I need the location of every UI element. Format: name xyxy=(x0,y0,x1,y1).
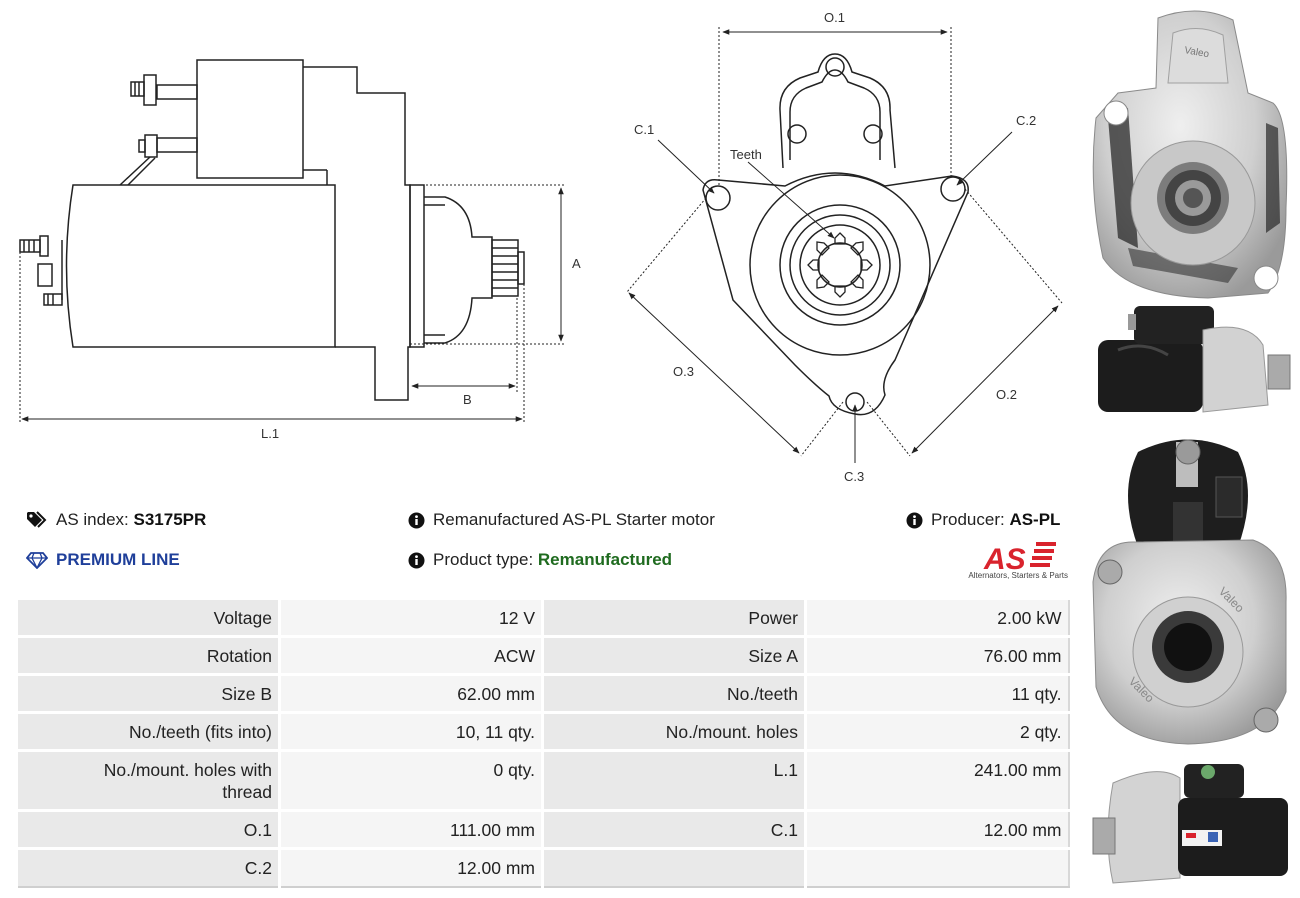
dim-label-o1: O.1 xyxy=(824,10,845,25)
spec-value: ACW xyxy=(278,635,544,676)
table-row: O.1 111.00 mm C.1 12.00 mm xyxy=(15,809,1070,850)
logo-text: AS xyxy=(983,543,1026,576)
info-icon xyxy=(408,552,425,568)
technical-drawing: A B L.1 xyxy=(19,10,1063,484)
spec-value xyxy=(804,847,1070,888)
product-photo-side-bottom xyxy=(1092,764,1288,884)
spec-label: No./mount. holes xyxy=(541,711,807,752)
spec-value: 2 qty. xyxy=(804,711,1070,752)
spec-label: No./teeth xyxy=(541,673,807,714)
dim-label-o3: O.3 xyxy=(673,364,694,379)
product-type-row: Product type: Remanufactured xyxy=(408,550,672,570)
info-icon xyxy=(906,512,923,528)
spec-value: 111.00 mm xyxy=(278,809,544,850)
product-type-label: Product type: xyxy=(433,550,534,569)
side-view-drawing xyxy=(19,59,525,401)
as-index-row: AS index: S3175PR xyxy=(26,510,206,530)
spec-label: C.2 xyxy=(15,847,281,888)
specifications-table: Voltage 12 V Power 2.00 kW Rotation ACW … xyxy=(15,597,1070,888)
table-row: C.2 12.00 mm xyxy=(15,847,1070,888)
tags-icon xyxy=(27,511,47,528)
front-view-drawing xyxy=(702,53,969,416)
product-photo-front: Valeo xyxy=(1092,10,1288,299)
spec-label: No./teeth (fits into) xyxy=(15,711,281,752)
spec-label: No./mount. holes with thread xyxy=(15,749,281,812)
spec-value: 62.00 mm xyxy=(278,673,544,714)
spec-label: Power xyxy=(541,597,807,638)
table-row: Voltage 12 V Power 2.00 kW xyxy=(15,597,1070,638)
spec-label: Size B xyxy=(15,673,281,714)
premium-line-row: PREMIUM LINE xyxy=(26,550,180,570)
dim-label-c2: C.2 xyxy=(1016,113,1036,128)
dim-label-teeth: Teeth xyxy=(730,147,762,162)
dim-label-b: B xyxy=(463,392,472,407)
as-pl-logo: AS xyxy=(983,542,1056,576)
info-icon xyxy=(408,512,425,528)
product-photo-rear: Valeo Valeo xyxy=(1092,439,1287,745)
spec-label: C.1 xyxy=(541,809,807,850)
diamond-icon xyxy=(26,552,48,569)
product-type-value: Remanufactured xyxy=(537,550,673,569)
dim-label-c3: C.3 xyxy=(844,469,864,484)
spec-value: 10, 11 qty. xyxy=(278,711,544,752)
valeo-text-front: Valeo xyxy=(1183,45,1210,60)
side-view-dimensions xyxy=(19,184,565,422)
spec-value: 12 V xyxy=(278,597,544,638)
spec-value: 11 qty. xyxy=(804,673,1070,714)
table-row: No./teeth (fits into) 10, 11 qty. No./mo… xyxy=(15,711,1070,752)
description-row: Remanufactured AS-PL Starter motor xyxy=(408,510,715,530)
premium-line-label: PREMIUM LINE xyxy=(56,550,180,569)
table-row: Rotation ACW Size A 76.00 mm xyxy=(15,635,1070,676)
spec-value: 241.00 mm xyxy=(804,749,1070,812)
dim-label-a: A xyxy=(572,256,581,271)
product-photo-side-top xyxy=(1098,306,1291,413)
spec-label: Voltage xyxy=(15,597,281,638)
as-index-value: S3175PR xyxy=(133,510,207,529)
spec-value: 12.00 mm xyxy=(804,809,1070,850)
spec-label: L.1 xyxy=(541,749,807,812)
table-row: No./mount. holes with thread 0 qty. L.1 … xyxy=(15,749,1070,812)
producer-value: AS-PL xyxy=(1009,510,1061,529)
front-view-dimensions xyxy=(626,27,1063,463)
as-index-label: AS index: xyxy=(56,510,129,529)
spec-label: O.1 xyxy=(15,809,281,850)
dim-label-l1: L.1 xyxy=(261,426,279,441)
spec-value: 0 qty. xyxy=(278,749,544,812)
table-row: Size B 62.00 mm No./teeth 11 qty. xyxy=(15,673,1070,714)
spec-label: Size A xyxy=(541,635,807,676)
product-description: Remanufactured AS-PL Starter motor xyxy=(433,510,715,529)
spec-value: 76.00 mm xyxy=(804,635,1070,676)
logo-tagline: Alternators, Starters & Parts xyxy=(968,571,1068,580)
producer-label: Producer: xyxy=(931,510,1005,529)
spec-value: 2.00 kW xyxy=(804,597,1070,638)
spec-label: Rotation xyxy=(15,635,281,676)
spec-value: 12.00 mm xyxy=(278,847,544,888)
dim-label-o2: O.2 xyxy=(996,387,1017,402)
producer-row: Producer: AS-PL xyxy=(906,510,1060,530)
dim-label-c1: C.1 xyxy=(634,122,654,137)
spec-label xyxy=(541,847,807,888)
